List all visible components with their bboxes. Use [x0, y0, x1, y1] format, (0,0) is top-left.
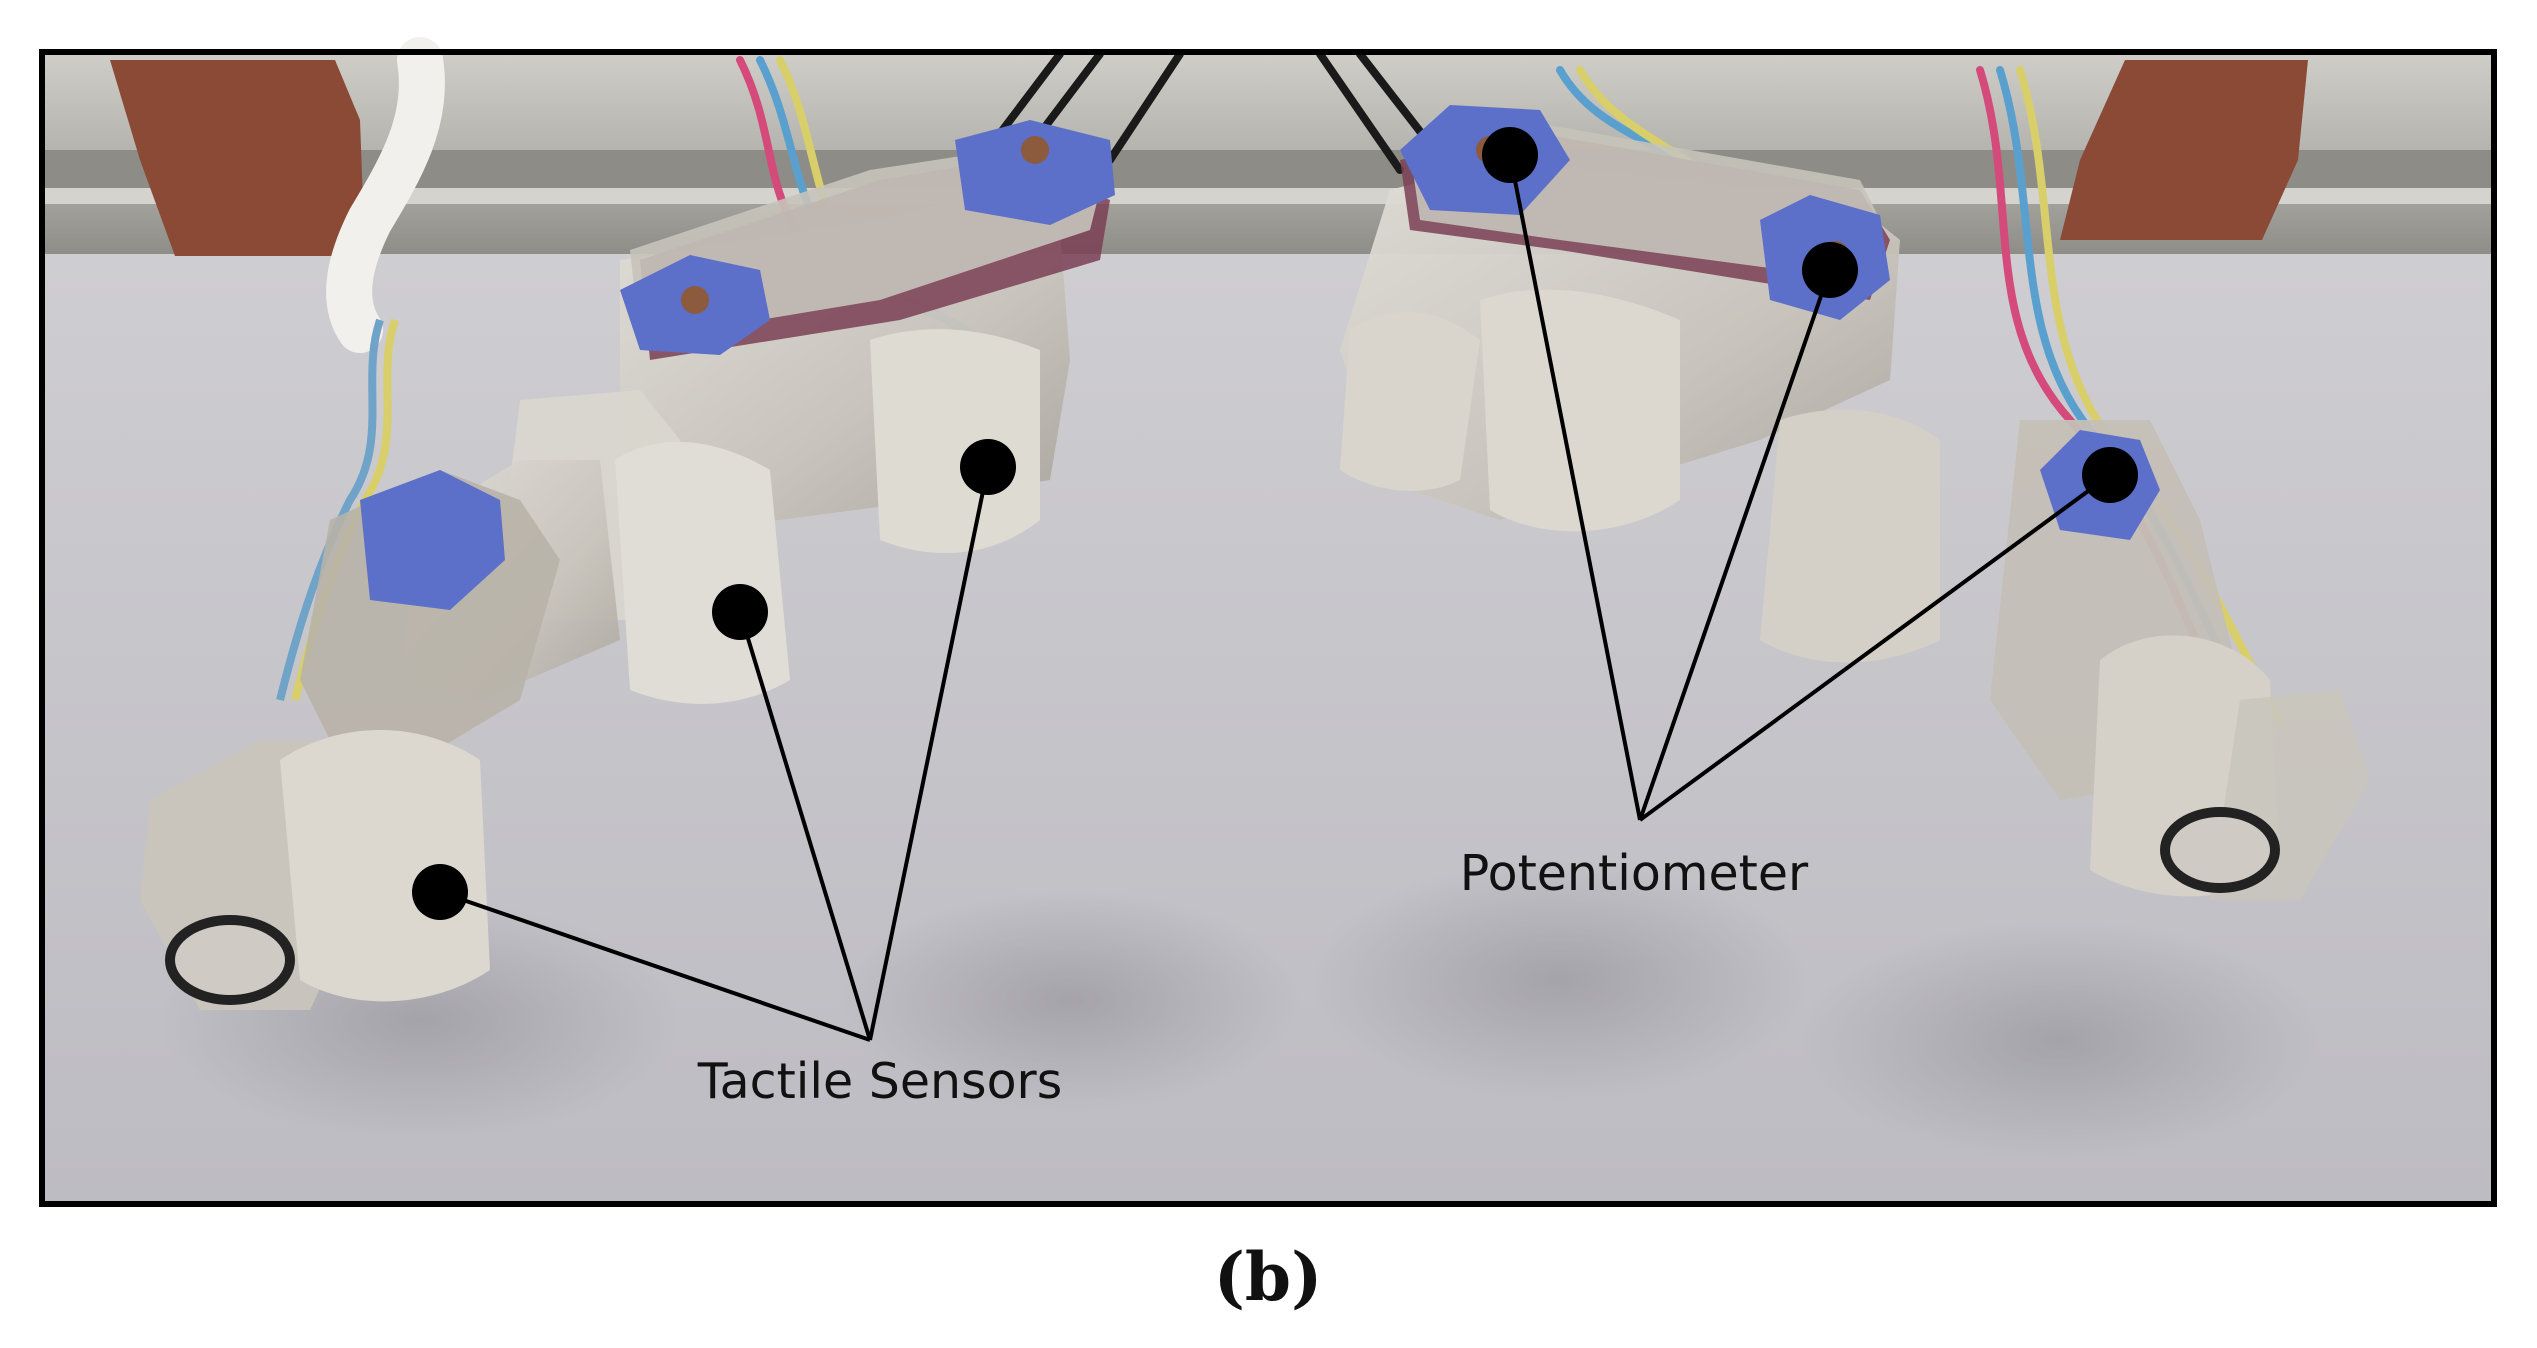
filled-circle-marker [1482, 127, 1538, 183]
leader-line-pot-1 [1508, 154, 1642, 821]
filled-circle-marker [1802, 242, 1858, 298]
leader-line-tactile-3 [868, 466, 990, 1041]
tactile-sensors-label: Tactile Sensors [697, 1053, 1062, 1110]
panel-caption: (b) [1214, 1238, 1323, 1316]
rope-wires [276, 318, 384, 701]
shadow [840, 890, 1300, 1110]
leader-line-tactile-2 [738, 611, 872, 1041]
leader-line-pot-2 [1638, 269, 1832, 821]
bracket-right [2060, 60, 2308, 240]
potentiometer-label: Potentiometer [1460, 845, 1809, 902]
filled-circle-marker [2082, 447, 2138, 503]
left-gripper [140, 120, 1115, 1010]
leader-lines [439, 154, 2112, 1042]
filled-circle-marker [960, 439, 1016, 495]
sensor-pad [955, 120, 1115, 225]
rope [326, 37, 445, 353]
photo-frame [39, 49, 2497, 1207]
leader-line-pot-3 [1638, 473, 2112, 822]
shadow [1310, 860, 1810, 1100]
shadow [1800, 920, 2320, 1160]
filled-circle-marker [412, 864, 468, 920]
sensor-pad [360, 470, 505, 610]
filled-circle-marker [712, 584, 768, 640]
bracket-left [110, 60, 365, 256]
leader-line-tactile-1 [439, 890, 871, 1042]
markers [412, 127, 2138, 920]
photo: Tactile Sensors Potentiometer [44, 37, 2492, 1202]
rail-lip [44, 188, 2492, 204]
